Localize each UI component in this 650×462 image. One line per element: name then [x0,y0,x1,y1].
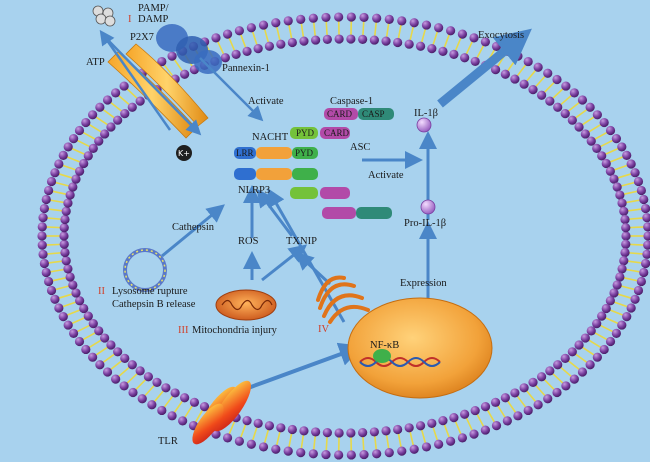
nf-kb-label: NF-κB [370,340,399,351]
endoplasmic-reticulum [316,275,370,324]
stage-iii-label: III [178,325,189,336]
caspase-1 [322,108,394,219]
stage-ii-label: II [98,286,105,297]
stage-iv-label: IV [318,324,329,335]
pannexin-label: Pannexin-1 [222,63,270,74]
asc-protein [290,127,350,199]
nucleus [347,297,493,399]
potassium-ion: K+ [176,145,192,161]
asc-label: ASC [350,142,370,153]
cathepsin-b-release-label: Cathepsin B release [112,299,196,310]
casp-domain-label: CASP [362,109,385,119]
card-domain-label-asc: CARD [324,128,350,138]
lysosome-rupture-label: Lysosome rupture [112,286,188,297]
nlrp3-label: NLRP3 [238,185,270,196]
nf-kb-protein [373,349,391,363]
mitochondrion [215,289,277,321]
pannexin-1 [156,24,222,74]
tlr-label: TLR [158,436,178,447]
pyd-domain-label-asc: PYD [296,128,315,138]
pro-il-1b-molecule [420,199,436,215]
signal-arrows [99,28,532,390]
tlr-receptor [192,380,252,445]
mitochondria-injury-label: Mitochondria injury [192,325,278,336]
card-domain-label: CARD [327,109,353,119]
lrr-domain-label: LRR [236,148,254,158]
lysosome [123,248,167,292]
ros-label: ROS [238,236,259,247]
caspase1-label: Caspase-1 [330,96,373,107]
activate-right-label: Activate [368,170,404,181]
nlrp3-protein [234,147,318,180]
atp-label: ATP [86,57,105,68]
cathepsin-label: Cathepsin [172,222,215,233]
p2x7-label: P2X7 [130,32,154,43]
nacht-label: NACHT [252,132,289,143]
diagram-labels: PAMP/ DAMP I P2X7 ATP Pannexin-1 Activat… [86,3,524,447]
pamp-damp-cluster [92,5,116,27]
stage-i-label: I [128,14,132,25]
pro-il1b-label: Pro-IL-1β [404,218,446,229]
exocytosis-label: Exocytosis [478,30,524,41]
svg-text:K+: K+ [178,149,190,158]
pyd-domain-label-nlrp3: PYD [295,148,314,158]
expression-label: Expression [400,278,447,289]
activate-top-label: Activate [248,96,284,107]
il-1b-molecule [416,117,432,133]
pamp-label: PAMP/ [138,3,169,14]
il1b-label: IL-1β [414,108,438,119]
txnip-label: TXNIP [286,236,317,247]
damp-label: DAMP [138,14,169,25]
cell-membrane [37,12,650,460]
